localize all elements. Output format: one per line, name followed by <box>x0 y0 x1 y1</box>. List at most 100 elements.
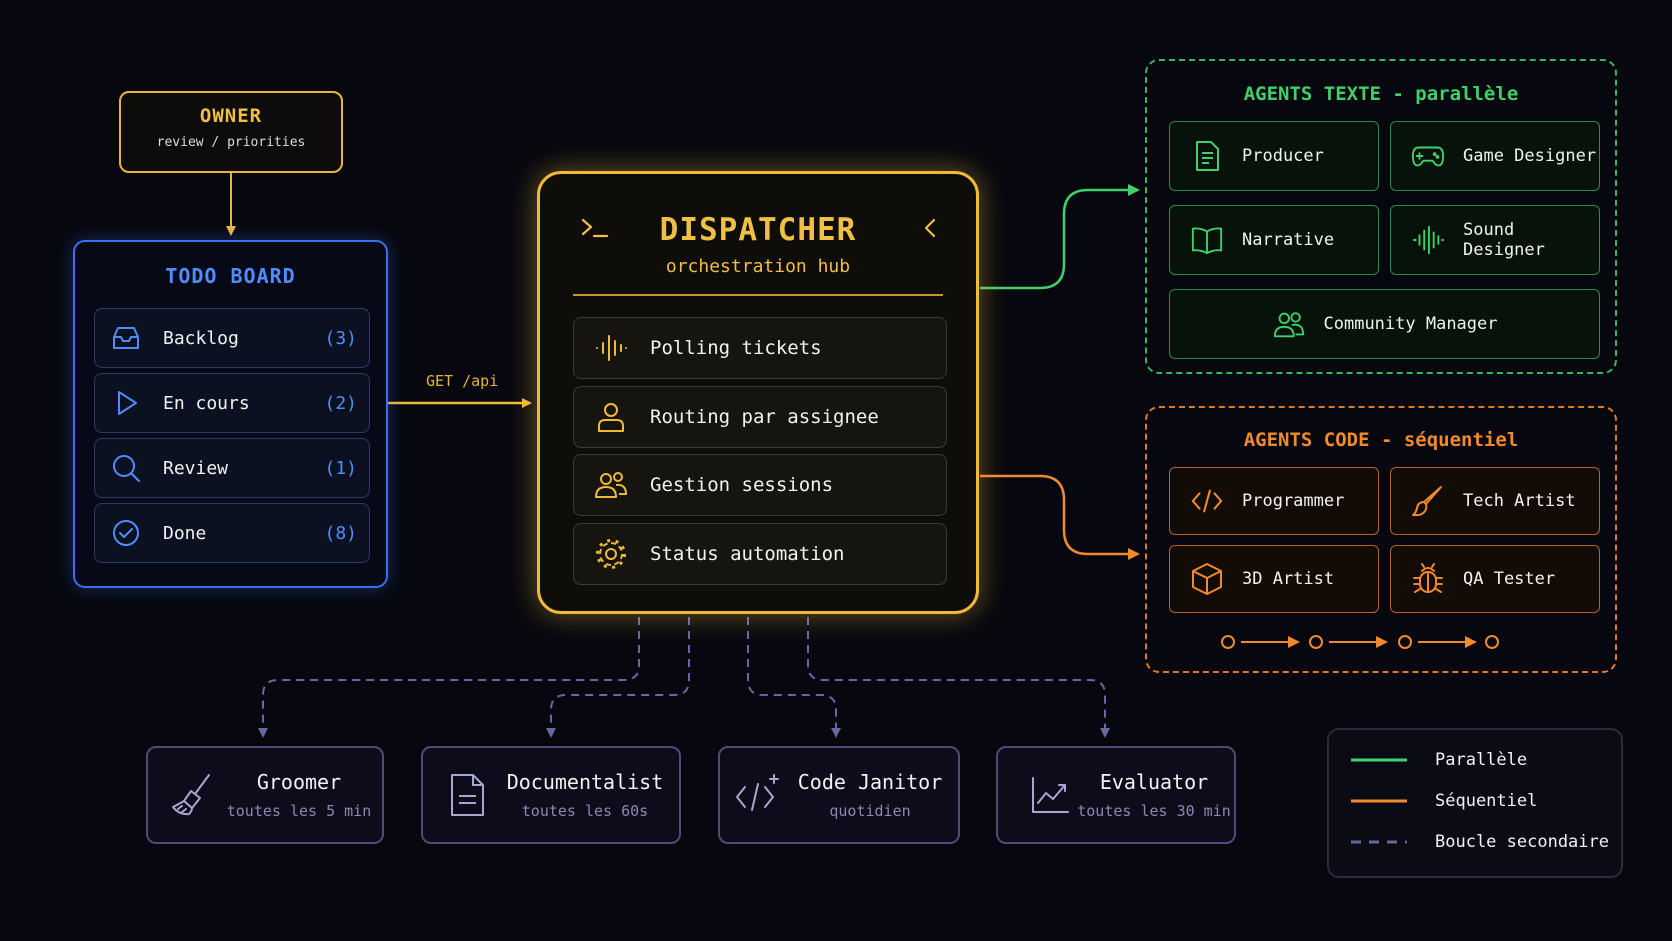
loop-name: Evaluator <box>1099 770 1209 794</box>
agent-qa-tester: QA Tester <box>1390 545 1600 613</box>
todo-item-count: (3) <box>324 327 357 349</box>
legend-swatch-dashed-purple <box>1351 840 1407 844</box>
loop-groomer: Groomer toutes les 5 min <box>146 746 384 844</box>
loop-name: Code Janitor <box>797 770 943 794</box>
agents-texte-title: AGENTS TEXTE - parallèle <box>1243 83 1519 105</box>
agent-label: Game Designer <box>1463 146 1597 166</box>
check-circle-icon <box>109 516 143 550</box>
loop-text: Documentalist toutes les 60s <box>491 770 679 820</box>
loop-text: Evaluator toutes les 30 min <box>1074 770 1234 820</box>
dispatcher-item-polling: Polling tickets <box>573 317 947 379</box>
loop-frequency: toutes les 60s <box>521 802 649 820</box>
api-label: GET /api <box>426 372 499 390</box>
legend-item-sequential: Séquentiel <box>1351 791 1537 811</box>
todo-item-review: Review (1) <box>94 438 370 498</box>
agent-label: Sound Designer <box>1463 220 1545 260</box>
waveform-icon <box>592 329 630 367</box>
agent-sound-designer: Sound Designer <box>1390 205 1600 275</box>
dispatcher-item-label: Status automation <box>650 543 845 565</box>
loop-text: Groomer toutes les 5 min <box>216 770 382 820</box>
gear-icon <box>592 535 630 573</box>
agent-producer: Producer <box>1169 121 1379 191</box>
todo-item-label: En cours <box>163 392 250 414</box>
document-icon <box>1190 139 1224 173</box>
dispatcher-item-label: Gestion sessions <box>650 474 834 496</box>
cube-icon <box>1190 562 1224 596</box>
dispatcher-item-routing: Routing par assignee <box>573 386 947 448</box>
agent-label: QA Tester <box>1463 569 1556 589</box>
loop-text: Code Janitor quotidien <box>782 770 958 820</box>
agents-code-group: AGENTS CODE - séquentiel Programmer Tech… <box>1145 406 1617 673</box>
chart-icon <box>1026 771 1074 819</box>
agent-3d-artist: 3D Artist <box>1169 545 1379 613</box>
todo-item-count: (2) <box>324 392 357 414</box>
agent-narrative: Narrative <box>1169 205 1379 275</box>
gamepad-icon <box>1411 139 1445 173</box>
legend-swatch-solid-orange <box>1351 799 1407 803</box>
inbox-icon <box>109 321 143 355</box>
agent-label: Tech Artist <box>1463 491 1576 511</box>
agent-tech-artist: Tech Artist <box>1390 467 1600 535</box>
users-icon <box>1272 307 1306 341</box>
dispatcher-item-status: Status automation <box>573 523 947 585</box>
play-icon <box>109 386 143 420</box>
agent-game-designer: Game Designer <box>1390 121 1600 191</box>
users-icon <box>592 466 630 504</box>
todo-board: TODO BOARD Backlog (3) En cours (2) Revi… <box>73 240 388 588</box>
legend-item-secondary: Boucle secondaire <box>1351 832 1609 852</box>
legend-label: Boucle secondaire <box>1435 832 1609 852</box>
todo-item-done: Done (8) <box>94 503 370 563</box>
dispatcher-item-label: Polling tickets <box>650 337 822 359</box>
broom-icon <box>168 771 216 819</box>
loop-evaluator: Evaluator toutes les 30 min <box>996 746 1236 844</box>
sequential-chain <box>1221 635 1499 649</box>
loop-name: Groomer <box>256 770 342 794</box>
code-sparkle-icon <box>734 771 782 819</box>
chevron-left-icon <box>922 216 938 244</box>
dispatcher-title: DISPATCHER <box>659 212 857 248</box>
loop-wire-groomer <box>258 617 640 738</box>
loop-wire-documentalist <box>546 617 690 738</box>
loop-code-janitor: Code Janitor quotidien <box>718 746 960 844</box>
sound-wave-icon <box>1411 223 1445 257</box>
dispatcher-to-code-arrow <box>980 474 1140 560</box>
loop-frequency: toutes les 5 min <box>226 802 372 820</box>
dispatcher-subtitle: orchestration hub <box>665 256 851 277</box>
dispatcher-item-sessions: Gestion sessions <box>573 454 947 516</box>
todo-item-count: (8) <box>324 522 357 544</box>
terminal-prompt-icon <box>580 216 610 244</box>
document-icon <box>443 771 491 819</box>
agent-label: Programmer <box>1242 491 1345 511</box>
todo-item-label: Review <box>163 457 229 479</box>
dispatcher-to-texte-arrow <box>980 184 1140 290</box>
loop-wire-evaluator <box>807 617 1110 738</box>
legend-item-parallel: Parallèle <box>1351 750 1527 770</box>
loop-wire-janitor <box>747 617 841 738</box>
code-icon <box>1190 484 1224 518</box>
brush-icon <box>1411 484 1445 518</box>
legend-swatch-solid-green <box>1351 758 1407 762</box>
loop-documentalist: Documentalist toutes les 60s <box>421 746 681 844</box>
loop-frequency: quotidien <box>829 802 911 820</box>
todo-item-en-cours: En cours (2) <box>94 373 370 433</box>
dispatcher-item-label: Routing par assignee <box>650 406 879 428</box>
loop-name: Documentalist <box>506 770 664 794</box>
todo-item-label: Done <box>163 522 207 544</box>
todo-item-backlog: Backlog (3) <box>94 308 370 368</box>
agent-label: Community Manager <box>1323 314 1498 334</box>
dispatcher-divider <box>573 294 943 296</box>
search-icon <box>109 451 143 485</box>
agent-label: Narrative <box>1242 230 1335 250</box>
todo-item-count: (1) <box>324 457 357 479</box>
dispatcher-node: DISPATCHER orchestration hub Polling tic… <box>537 171 979 614</box>
user-icon <box>592 398 630 436</box>
loop-frequency: toutes les 30 min <box>1077 802 1231 820</box>
agents-texte-group: AGENTS TEXTE - parallèle Producer Game D… <box>1145 59 1617 374</box>
todo-board-title: TODO BOARD <box>165 264 296 288</box>
owner-node: OWNER review / priorities <box>119 91 343 173</box>
owner-subtitle: review / priorities <box>156 135 306 150</box>
owner-title: OWNER <box>199 105 263 127</box>
agent-community-manager: Community Manager <box>1169 289 1600 359</box>
